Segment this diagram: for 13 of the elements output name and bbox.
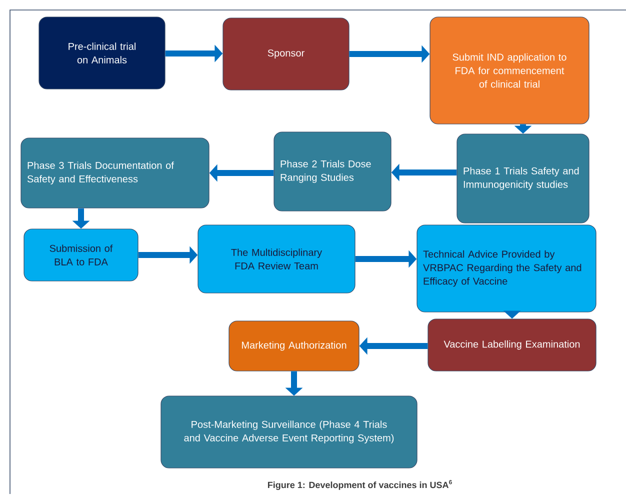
process-box: The Multidisciplinary FDA Review Team [198,224,356,294]
caption: Figure 1: Development of vaccines in USA$^{6}$ [268,480,452,490]
process-box: Technical Advice Provided by VRBPAC Regarding the Safety and Efficacy of Vaccine [416,224,596,312]
process-box: Submission of BLA to FDA [24,228,138,282]
process-box: Phase 3 Trials Documentation of Safety and Effectiveness [20,138,210,208]
process-box: Vaccine Labelling Examination [428,318,596,372]
process-box: Marketing Authorization [228,320,360,372]
process-box: Phase 2 Trials Dose Ranging Studies [274,132,392,212]
process-box: Phase 1 Trials Safety and Immunogenicity studies [456,134,590,224]
process-box: Submit IND application to FDA for commencement of clinical trial [430,16,590,124]
process-box: Pre-clinical trial on Animals [38,16,166,90]
process-box: Post-Marketing Surveillance (Phase 4 Trials and Vaccine Adverse Event Reporting System) [160,396,418,468]
process-box: Sponsor [222,18,350,90]
